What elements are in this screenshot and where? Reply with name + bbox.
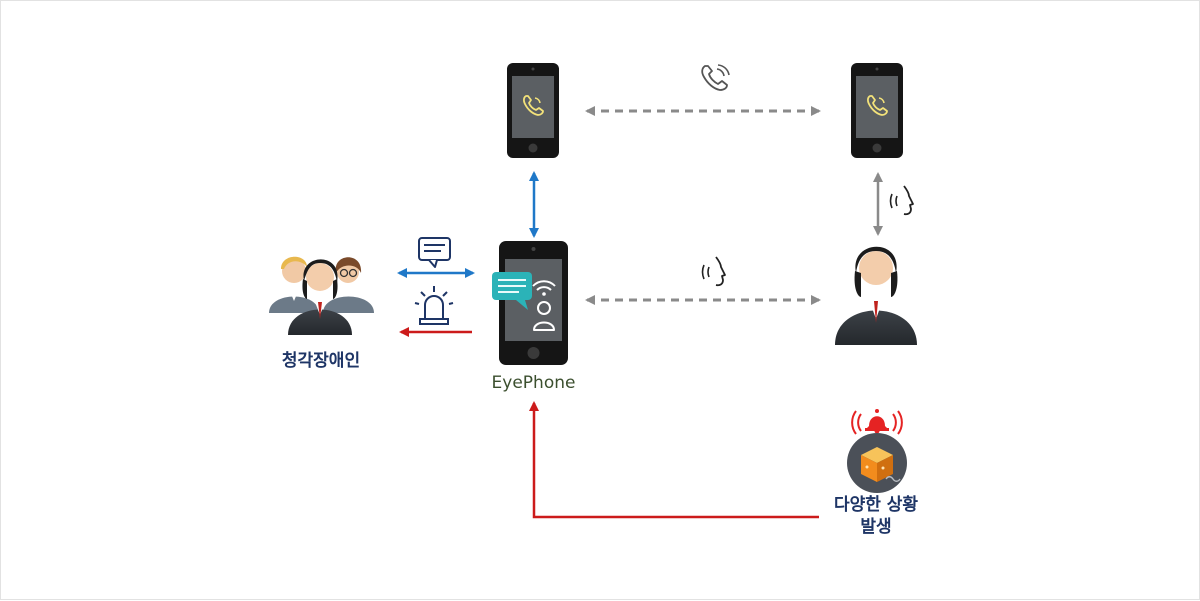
eyephone-device xyxy=(499,241,568,365)
hearing-impaired-label: 청각장애인 xyxy=(281,351,361,371)
situation-label: 다양한 상황 발생 xyxy=(801,494,951,538)
voice-icon xyxy=(701,256,726,287)
red-arrow-situation xyxy=(529,401,819,519)
phone-top-left xyxy=(507,63,559,158)
chat-bubble-outline-icon xyxy=(418,237,451,268)
situation-label-line2: 발생 xyxy=(860,517,892,537)
person-outline-icon xyxy=(532,280,556,331)
siren-icon xyxy=(414,286,454,325)
hearing-impaired-group-icon xyxy=(269,256,374,335)
eyephone-label: EyePhone xyxy=(491,373,576,393)
voice-icon xyxy=(889,185,914,216)
caller-person-icon xyxy=(835,246,917,345)
phone-call-icon xyxy=(523,95,544,116)
situation-label-line1: 다양한 상황 xyxy=(833,495,919,515)
box-icon xyxy=(847,433,907,493)
phone-call-icon xyxy=(867,95,888,116)
phone-call-icon xyxy=(701,64,730,91)
bell-alarm-icon xyxy=(851,409,903,435)
chat-bubble-icon xyxy=(492,272,532,310)
phone-top-right xyxy=(851,63,903,158)
